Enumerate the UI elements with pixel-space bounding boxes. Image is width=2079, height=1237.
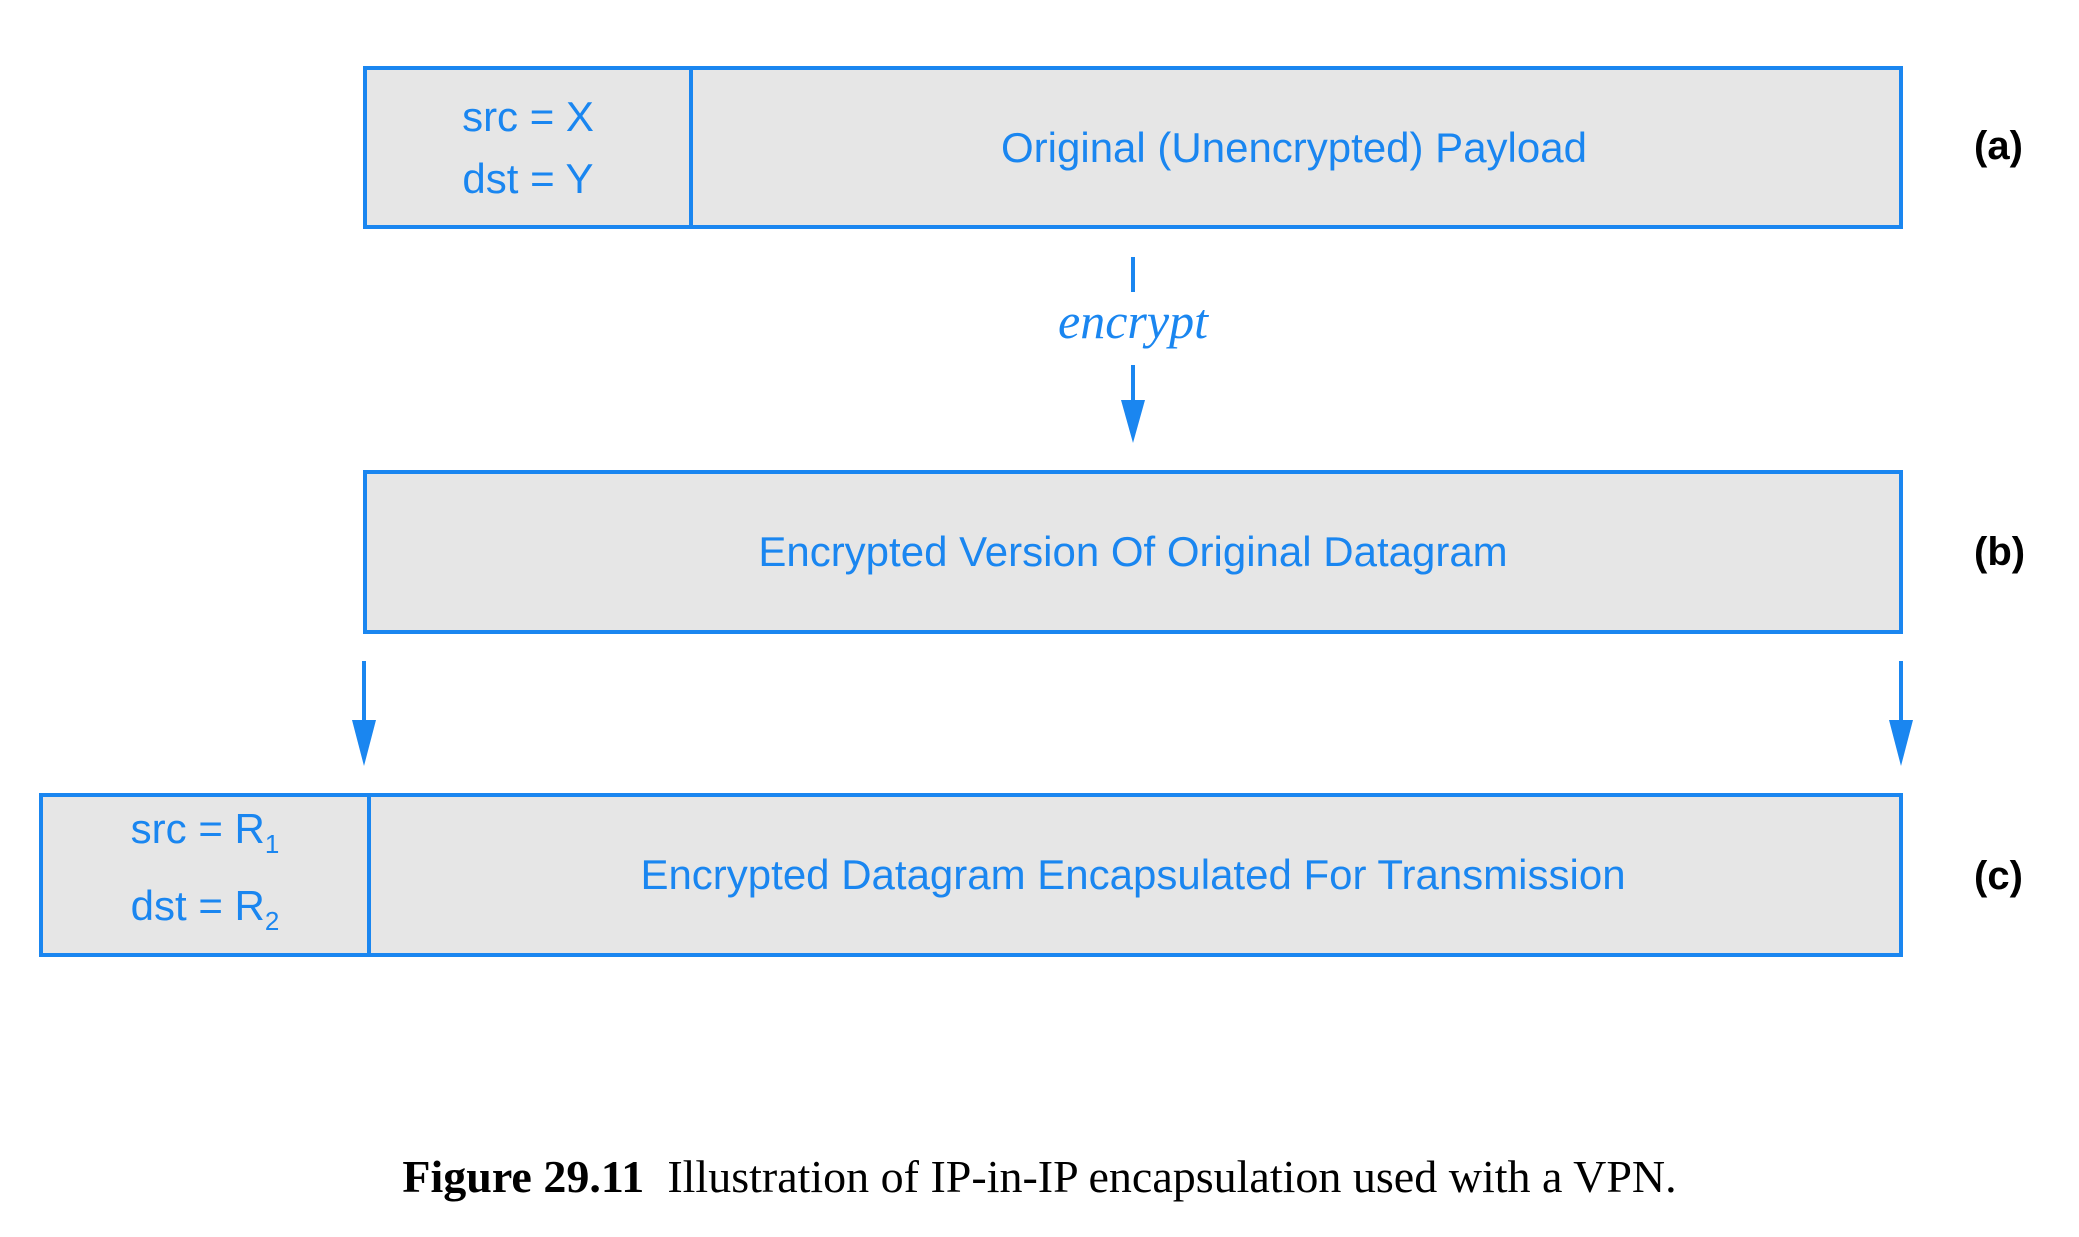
label-a: (a): [1974, 124, 2023, 168]
payload-b: Encrypted Version Of Original Datagram: [758, 528, 1508, 575]
header-a: src = X dst = Y: [367, 70, 693, 225]
src-a: src = X: [462, 92, 594, 140]
label-b: (b): [1974, 530, 2026, 574]
caption-text: Illustration of IP-in-IP encapsulation u…: [667, 1151, 1677, 1202]
left-arrowhead-icon: [352, 720, 376, 766]
caption-number: Figure 29.11: [402, 1151, 645, 1202]
figure-caption: Figure 29.11 Illustration of IP-in-IP en…: [0, 1150, 2079, 1203]
header-c: src = R1 dst = R2: [43, 797, 371, 953]
dst-c: dst = R2: [130, 882, 280, 936]
payload-a: Original (Unencrypted) Payload: [1001, 123, 1587, 171]
datagram-b: Encrypted Version Of Original Datagram: [363, 470, 1903, 634]
dst-a: dst = Y: [462, 154, 594, 202]
right-arrowhead-icon: [1889, 720, 1913, 766]
datagram-c: src = R1 dst = R2 Encrypted Datagram Enc…: [39, 793, 1903, 957]
label-c: (c): [1974, 854, 2023, 898]
encrypt-label: encrypt: [1058, 293, 1208, 349]
src-c: src = R1: [130, 805, 280, 859]
payload-c: Encrypted Datagram Encapsulated For Tran…: [640, 851, 1626, 898]
encrypt-arrowhead-icon: [1121, 400, 1145, 443]
datagram-a: src = X dst = Y Original (Unencrypted) P…: [363, 66, 1903, 229]
